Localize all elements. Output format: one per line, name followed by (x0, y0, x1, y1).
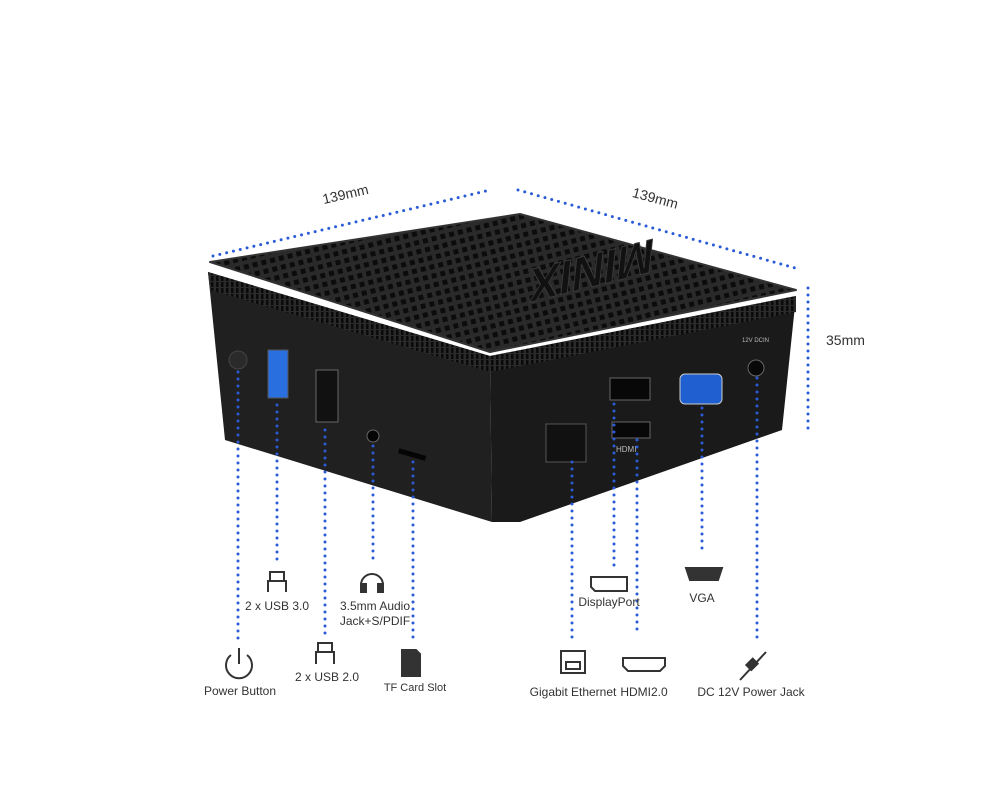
displayport-icon (590, 576, 628, 592)
sd-card-icon (401, 649, 421, 677)
label-audio-line2: Jack+S/PDIF (339, 614, 411, 628)
usb3-icon (267, 571, 287, 592)
svg-text:12V DCIN: 12V DCIN (742, 338, 769, 344)
label-power-button: Power Button (203, 684, 277, 698)
usb2-icon (315, 642, 335, 664)
vga-port (679, 373, 723, 405)
dc-jack (747, 359, 765, 377)
label-tf-card: TF Card Slot (383, 682, 447, 694)
power-icon (225, 648, 253, 680)
label-usb2: 2 x USB 2.0 (294, 670, 360, 684)
headphones-icon (360, 573, 384, 593)
label-ethernet: Gigabit Ethernet (529, 685, 617, 699)
hdmi-icon (622, 657, 666, 672)
label-hdmi: HDMI2.0 (620, 685, 668, 699)
label-usb3: 2 x USB 3.0 (244, 599, 310, 613)
label-vga: VGA (689, 591, 715, 605)
dimension-lines (211, 188, 810, 642)
usb2-ports (315, 369, 339, 423)
hdmi-port (611, 421, 651, 439)
label-displayport: DisplayPort (578, 595, 640, 609)
height-dimension: 35mm (826, 332, 865, 348)
usb3-ports (267, 349, 289, 399)
label-audio-line1: 3.5mm Audio (339, 599, 411, 613)
device-top-face (209, 213, 797, 353)
label-dc-jack: DC 12V Power Jack (697, 685, 805, 699)
dc-plug-icon (739, 651, 767, 681)
tf-card-slot (397, 448, 427, 461)
svg-text:HDMI: HDMI (616, 445, 636, 454)
power-button[interactable] (228, 350, 248, 370)
vga-icon (684, 567, 724, 581)
ethernet-icon (560, 650, 586, 674)
displayport-port (609, 377, 651, 401)
ethernet-port (545, 423, 587, 463)
audio-jack (366, 429, 380, 443)
